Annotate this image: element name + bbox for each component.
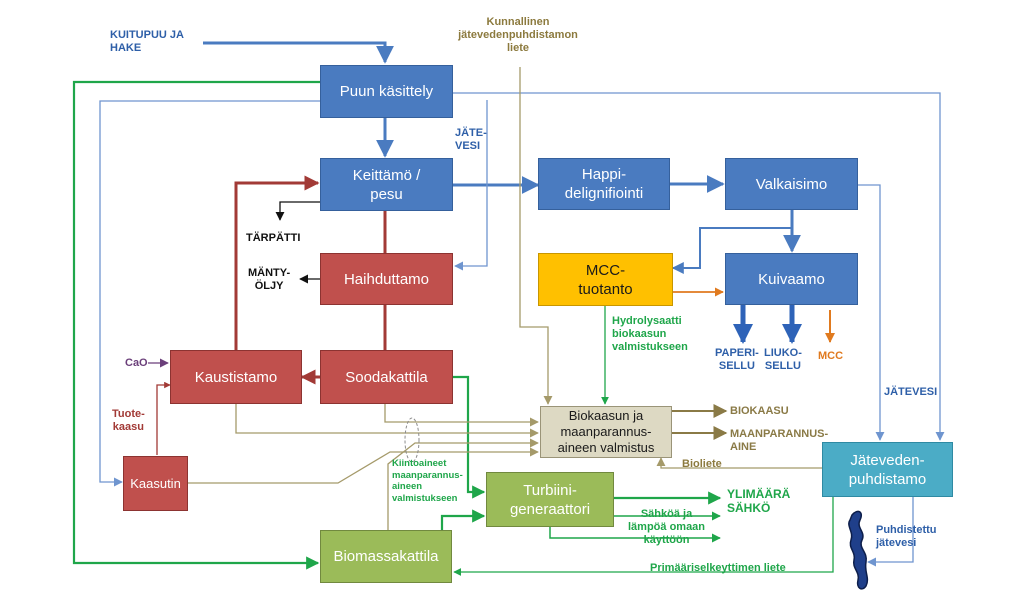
- arrow-wood-in: [203, 41, 394, 64]
- label-paperisellu: PAPERI- SELLU: [715, 347, 759, 372]
- box-soodakattila: Soodakattila: [320, 350, 453, 404]
- box-kaasutin: Kaasutin: [123, 456, 188, 511]
- label-bioliete: Bioliete: [682, 458, 722, 470]
- arrow-dryer-to-mcc: [671, 227, 792, 274]
- box-biomassakattila: Biomassakattila: [320, 530, 452, 583]
- lake-icon: [848, 510, 869, 590]
- box-happidelignifiointi: Happi- delignifiointi: [538, 158, 670, 210]
- label-biokaasu-out: BIOKAASU: [730, 405, 789, 417]
- box-biokaasu: Biokaasun ja maanparannus- aineen valmis…: [540, 406, 672, 458]
- box-kaustistamo: Kaustistamo: [170, 350, 302, 404]
- label-tuotekaasu: Tuote- kaasu: [112, 408, 145, 433]
- box-kuivaamo: Kuivaamo: [725, 253, 858, 305]
- arrow-wwtp-bioliete: [656, 457, 822, 469]
- label-kiintoaineet: Kiintoaineet maanparannus- aineen valmis…: [392, 458, 463, 504]
- label-kunnallinen: Kunnallinen jätevedenpuhdistamon liete: [458, 16, 578, 54]
- box-haihduttamo: Haihduttamo: [320, 253, 453, 305]
- label-jatevesi-right: JÄTEVESI: [884, 386, 938, 398]
- bundle-marker: [404, 417, 420, 463]
- arrow-biomass-to-biogas: [387, 438, 539, 538]
- label-maanparannusaine: MAANPARANNUS- AINE: [730, 428, 829, 453]
- arrow-gas-to-caustic: [156, 381, 171, 455]
- label-jatevesi-top: JÄTE- VESI: [455, 127, 487, 152]
- arrow-own-use-2: [549, 527, 721, 543]
- label-hydrolysaatti: Hydrolysaatti biokaasun valmistukseen: [612, 315, 688, 353]
- box-keittamo: Keittämö / pesu: [320, 158, 453, 211]
- label-sahkoa-lampoa: Sähköä ja lämpöä omaan käyttöön: [628, 508, 706, 546]
- arrow-wastewater-to-evaporator: [454, 100, 488, 271]
- label-mcc-product: MCC: [818, 350, 844, 362]
- arrow-primary-sludge: [453, 497, 834, 576]
- arrow-wood-to-wastewater: [453, 92, 945, 441]
- arrow-wood-to-gasifier: [99, 100, 320, 487]
- arrow-gasifier-to-biogas: [188, 447, 539, 484]
- label-mantyoljy: MÄNTY- ÖLJY: [248, 267, 291, 292]
- label-ylimaara-sahko: YLIMÄÄRÄ SÄHKÖ: [727, 487, 791, 515]
- box-puun-kasittely: Puun käsittely: [320, 65, 453, 118]
- arrow-lime-to-cooking: [234, 175, 320, 350]
- arrow-turpentine: [275, 201, 320, 221]
- box-jatevedenpuhdistamo: Jäteveden- puhdistamo: [822, 442, 953, 497]
- label-tarpatti: TÄRPÄTTI: [246, 232, 301, 244]
- label-kuitupuu: KUITUPUU JA HAKE: [110, 29, 184, 54]
- label-primaariselkeytin: Primääriselkeyttimen liete: [650, 562, 786, 574]
- label-puhdistettu: Puhdistettu jätevesi: [876, 524, 937, 549]
- arrow-recovery-to-turbine: [453, 375, 486, 499]
- box-mcc-tuotanto: MCC- tuotanto: [538, 253, 673, 306]
- box-valkaisimo: Valkaisimo: [725, 158, 858, 210]
- arrow-bleach-to-wwtp: [858, 184, 885, 441]
- arrow-caustic-to-biogas: [235, 404, 539, 438]
- label-liukosellu: LIUKO- SELLU: [764, 347, 802, 372]
- box-turbiinigeneraattori: Turbiini- generaattori: [486, 472, 614, 527]
- arrow-municipal-sludge: [519, 67, 553, 405]
- arrow-recovery-to-biogas: [384, 404, 539, 427]
- arrow-purified-water: [867, 497, 914, 567]
- arrow-wood-to-biomass: [72, 80, 320, 570]
- label-cao: CaO: [125, 357, 148, 369]
